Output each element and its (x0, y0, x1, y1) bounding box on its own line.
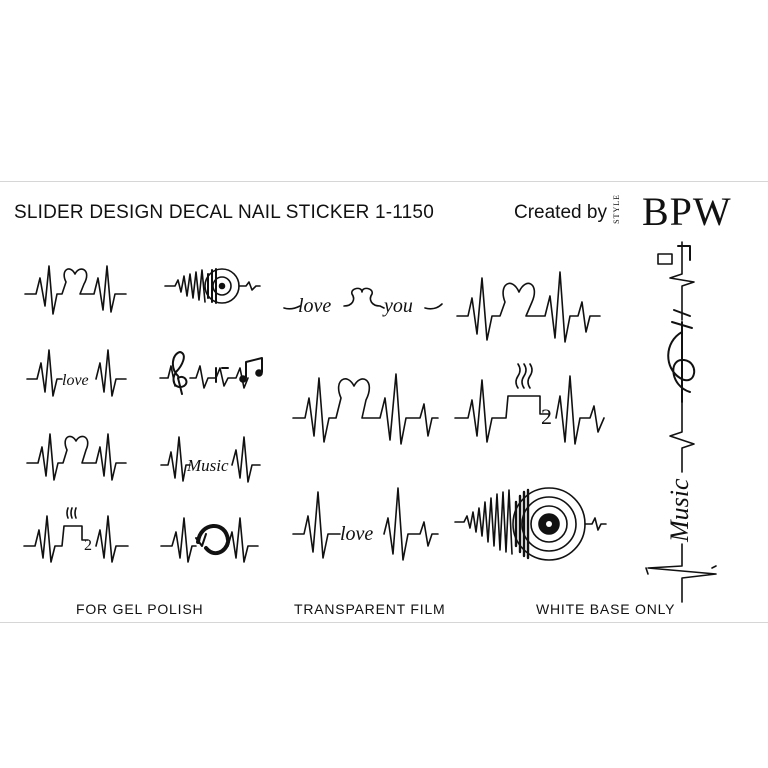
footer-white-base-only: WHITE BASE ONLY (536, 601, 676, 617)
heartbeat-recycle-decal (160, 517, 259, 563)
sound-wave-vinyl-small-decal (164, 268, 261, 304)
sticker-sheet: SLIDER DESIGN DECAL NAIL STICKER 1-1150 … (0, 181, 768, 623)
heartbeat-heart-outline-decal (26, 433, 127, 481)
heartbeat-coffee-small-decal: 2 (23, 507, 129, 563)
heartbeat-heart-top-decal (456, 271, 601, 343)
sheet-title: SLIDER DESIGN DECAL NAIL STICKER 1-1150 (14, 202, 434, 223)
love-word-script: love (298, 295, 331, 317)
cup-number-large: 2 (541, 404, 552, 429)
love-word: love (62, 372, 89, 389)
vertical-music-heartbeat-decal: Music (645, 241, 717, 603)
heartbeat-music-notes-decal (159, 351, 263, 395)
love-word-large: love (340, 523, 373, 545)
love-you-heart-decal: love you (283, 287, 443, 317)
heartbeat-heart-small-decal (24, 265, 127, 315)
heartbeat-music-word-small-decal: Music (160, 436, 261, 483)
heartbeat-coffee-large-decal: 2 (454, 363, 605, 445)
cup-number: 2 (84, 537, 92, 554)
you-word-script: you (382, 295, 413, 317)
music-word-small: Music (186, 456, 229, 475)
decal-artwork: love 2 (23, 241, 717, 603)
heartbeat-love-small-decal: love (26, 349, 127, 397)
created-by-label: Created by (514, 202, 607, 223)
brand-name: BPW (642, 189, 732, 234)
heartbeat-love-large-decal: love (292, 487, 439, 561)
heartbeat-heart-large-decal (292, 373, 439, 445)
footer-transparent-film: TRANSPARENT FILM (294, 601, 446, 617)
music-word-vertical: Music (665, 478, 694, 543)
sound-wave-vinyl-large-decal (454, 487, 607, 561)
footer-for-gel-polish: FOR GEL POLISH (76, 601, 204, 617)
